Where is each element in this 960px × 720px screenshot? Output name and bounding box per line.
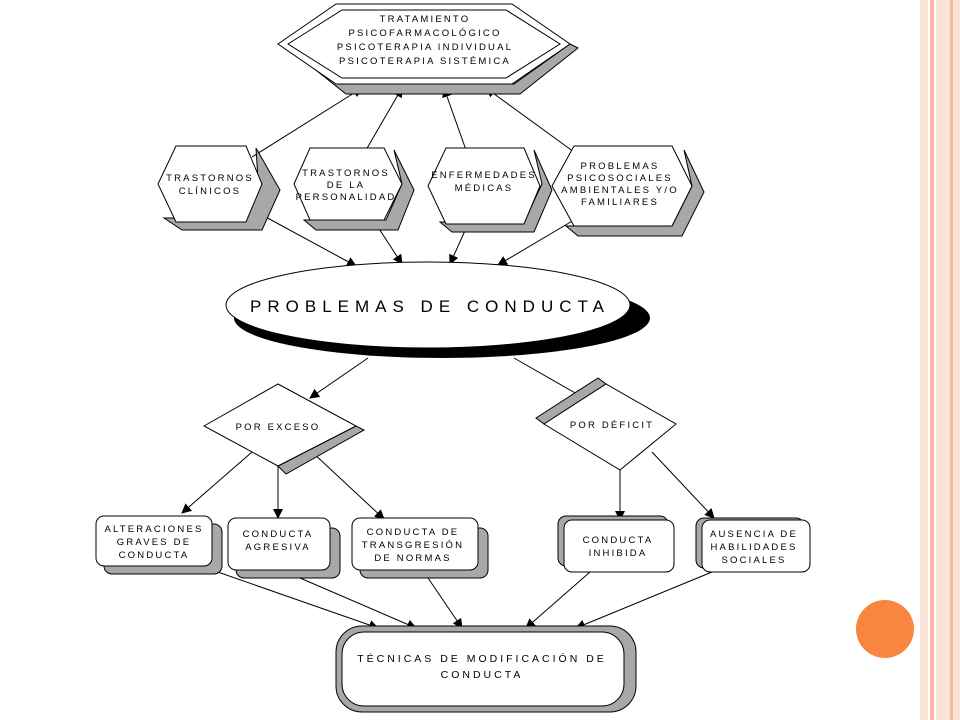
node-conducta-inhibida: CONDUCTA INHIBIDA xyxy=(557,515,675,573)
connectors xyxy=(181,87,715,630)
por-deficit-label: POR DÉFICIT xyxy=(570,420,654,431)
alteraciones-graves-line-1: ALTERACIONES xyxy=(104,524,203,535)
edge-transgresion-to-tecnicas xyxy=(427,577,463,629)
right-border-stripe-mid-2 xyxy=(950,0,953,720)
node-tratamiento: TRATAMIENTO PSICOFARMACOLÓGICO PSICOTERA… xyxy=(277,3,579,95)
node-por-deficit: POR DÉFICIT xyxy=(535,377,677,471)
node-trastornos-personalidad: TRASTORNOS DE LA PERSONALIDAD xyxy=(293,147,415,231)
edge-exceso-to-transgresion xyxy=(311,451,385,520)
conducta-inhibida-line-2: INHIBIDA xyxy=(589,548,648,559)
por-exceso-label: POR EXCESO xyxy=(236,422,321,433)
node-trastornos-clinicos: TRASTORNOS CLÍNICOS xyxy=(157,145,281,231)
node-por-exceso: POR EXCESO xyxy=(202,383,366,475)
problemas-conducta-label: PROBLEMAS DE CONDUCTA xyxy=(250,297,610,316)
right-border-stripe-mid xyxy=(930,0,934,720)
edge-inhibida-to-tecnicas xyxy=(525,571,591,629)
conducta-agresiva-line-1: CONDUCTA xyxy=(243,529,314,540)
problemas-psicosociales-line-4: FAMILIARES xyxy=(581,197,659,208)
node-tecnicas: TÉCNICAS DE MODIFICACIÓN DE CONDUCTA xyxy=(335,625,637,713)
enfermedades-medicas-line-1: ENFERMEDADES xyxy=(431,170,537,181)
edge-problemas-to-deficit xyxy=(513,357,585,399)
node-conducta-agresiva: CONDUCTA AGRESIVA xyxy=(227,517,341,579)
right-border-stripe-light-2 xyxy=(936,0,960,720)
problemas-psicosociales-line-3: AMBIENTALES Y/O xyxy=(561,185,679,196)
conducta-inhibida-line-1: CONDUCTA xyxy=(583,535,654,546)
node-problemas-psicosociales: PROBLEMAS PSICOSOCIALES AMBIENTALES Y/O … xyxy=(551,145,705,237)
edge-exceso-to-alteraciones xyxy=(181,451,253,514)
edge-habilidades-to-tecnicas xyxy=(575,571,713,630)
tecnicas-line-1: TÉCNICAS DE MODIFICACIÓN DE xyxy=(357,652,607,665)
edge-agresiva-to-tecnicas xyxy=(299,577,417,630)
node-ausencia-habilidades: AUSENCIA DE HABILIDADES SOCIALES xyxy=(695,517,811,573)
alteraciones-graves-line-3: CONDUCTA xyxy=(119,550,190,561)
conducta-agresiva-line-2: AGRESIVA xyxy=(245,542,310,553)
edge-problemas-to-exceso xyxy=(309,357,369,399)
trastornos-personalidad-line-2: DE LA xyxy=(327,180,365,191)
conducta-transgresion-line-2: TRANSGRESIÓN xyxy=(362,540,464,551)
trastornos-personalidad-line-1: TRASTORNOS xyxy=(302,168,390,179)
node-problemas-conducta: PROBLEMAS DE CONDUCTA xyxy=(225,261,650,358)
problemas-psicosociales-line-1: PROBLEMAS xyxy=(581,161,660,172)
ausencia-habilidades-line-1: AUSENCIA DE xyxy=(710,529,798,540)
node-alteraciones-graves: ALTERACIONES GRAVES DE CONDUCTA xyxy=(95,515,223,575)
tecnicas-line-2: CONDUCTA xyxy=(441,669,524,681)
edge-alteraciones-to-tecnicas xyxy=(211,569,379,630)
tratamiento-line-2: PSICOFARMACOLÓGICO xyxy=(348,28,501,39)
tratamiento-line-4: PSICOTERAPIA SISTÉMICA xyxy=(339,56,511,67)
edge-psicosociales-to-tratamiento xyxy=(485,87,575,153)
ausencia-habilidades-line-2: HABILIDADES xyxy=(710,542,797,553)
accent-circle xyxy=(856,600,914,658)
tratamiento-line-1: TRATAMIENTO xyxy=(380,14,471,25)
edge-clinicos-to-problemas xyxy=(261,214,357,267)
node-enfermedades-medicas: ENFERMEDADES MÉDICAS xyxy=(427,147,553,233)
edge-personalidad-to-tratamiento xyxy=(365,87,403,151)
enfermedades-medicas-line-2: MÉDICAS xyxy=(455,183,514,194)
ausencia-habilidades-line-3: SOCIALES xyxy=(721,555,786,566)
edge-deficit-to-habilidades xyxy=(651,451,715,519)
conducta-transgresion-line-3: DE NORMAS xyxy=(374,553,451,564)
trastornos-personalidad-line-3: PERSONALIDAD xyxy=(296,192,397,203)
edge-clinicos-to-tratamiento xyxy=(251,87,363,158)
edge-medicas-to-tratamiento xyxy=(442,87,467,151)
tratamiento-line-3: PSICOTERAPIA INDIVIDUAL xyxy=(337,42,513,53)
right-border-stripe-light xyxy=(920,0,928,720)
alteraciones-graves-line-2: GRAVES DE xyxy=(117,537,192,548)
problemas-psicosociales-line-2: PSICOSOCIALES xyxy=(567,173,673,184)
trastornos-clinicos-line-1: TRASTORNOS xyxy=(166,173,254,184)
trastornos-clinicos-line-2: CLÍNICOS xyxy=(179,186,241,197)
node-conducta-transgresion: CONDUCTA DE TRANSGRESIÓN DE NORMAS xyxy=(351,517,489,579)
conducta-transgresion-line-1: CONDUCTA DE xyxy=(367,527,460,538)
edge-psicosociales-to-problemas xyxy=(497,219,575,266)
